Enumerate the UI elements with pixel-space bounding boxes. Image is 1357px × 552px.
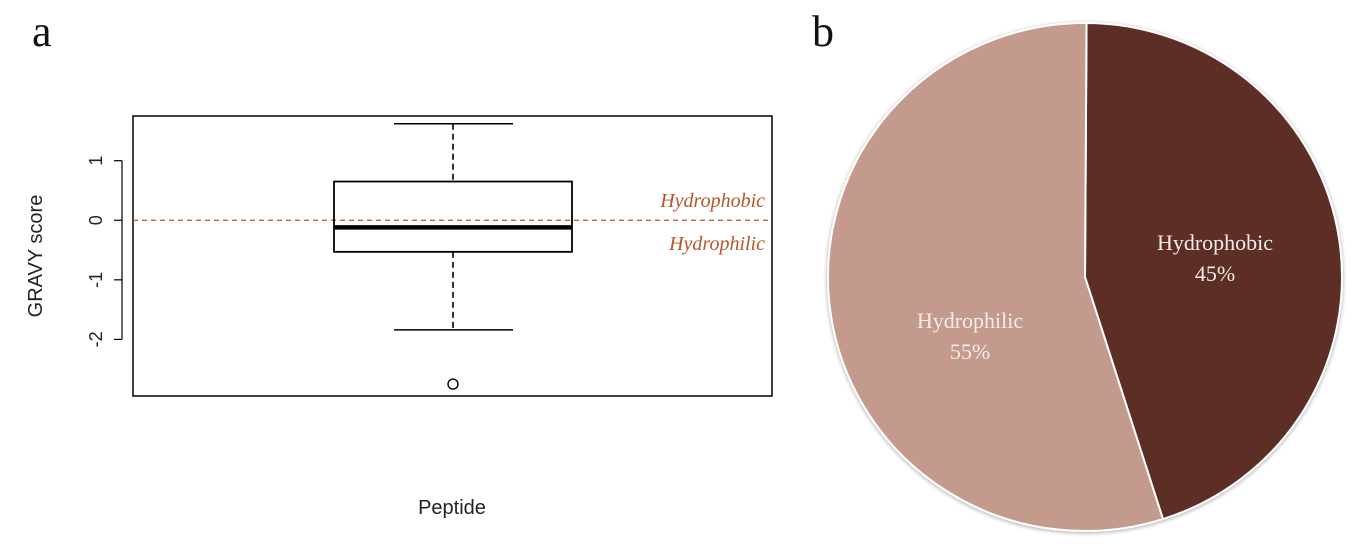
- y-tick-label: -1: [86, 272, 106, 288]
- y-tick-label: 1: [86, 156, 106, 166]
- hydrophilic-annotation: Hydrophilic: [668, 233, 765, 255]
- gravy-boxplot: 1 0 -1 -2 Hydrophobic Hydrophilic GRAVY sco…: [25, 115, 773, 519]
- y-axis-label: GRAVY score: [25, 195, 47, 318]
- hydrophobic-annotation: Hydrophobic: [659, 190, 765, 212]
- iqr-box: [333, 180, 573, 253]
- pie-percent-hydrophilic: 55%: [950, 339, 990, 364]
- plot-frame: [132, 115, 773, 397]
- pie-slice-hydrophilic: [827, 22, 1165, 532]
- pie-percent-hydrophobic: 45%: [1195, 261, 1235, 286]
- hydropathy-pie: Hydrophobic 45% Hydrophilic 55%: [827, 21, 1343, 532]
- y-tick-label: 0: [86, 215, 106, 225]
- panel-label-a: a: [32, 7, 52, 56]
- x-axis-label: Peptide: [418, 497, 486, 519]
- panel-label-b: b: [812, 7, 834, 56]
- outlier-point: [447, 378, 459, 390]
- pie-label-hydrophobic: Hydrophobic: [1157, 230, 1273, 255]
- pie-label-hydrophilic: Hydrophilic: [917, 308, 1024, 333]
- pie-slice-hydrophobic: [1083, 21, 1343, 521]
- y-tick-label: -2: [86, 331, 106, 347]
